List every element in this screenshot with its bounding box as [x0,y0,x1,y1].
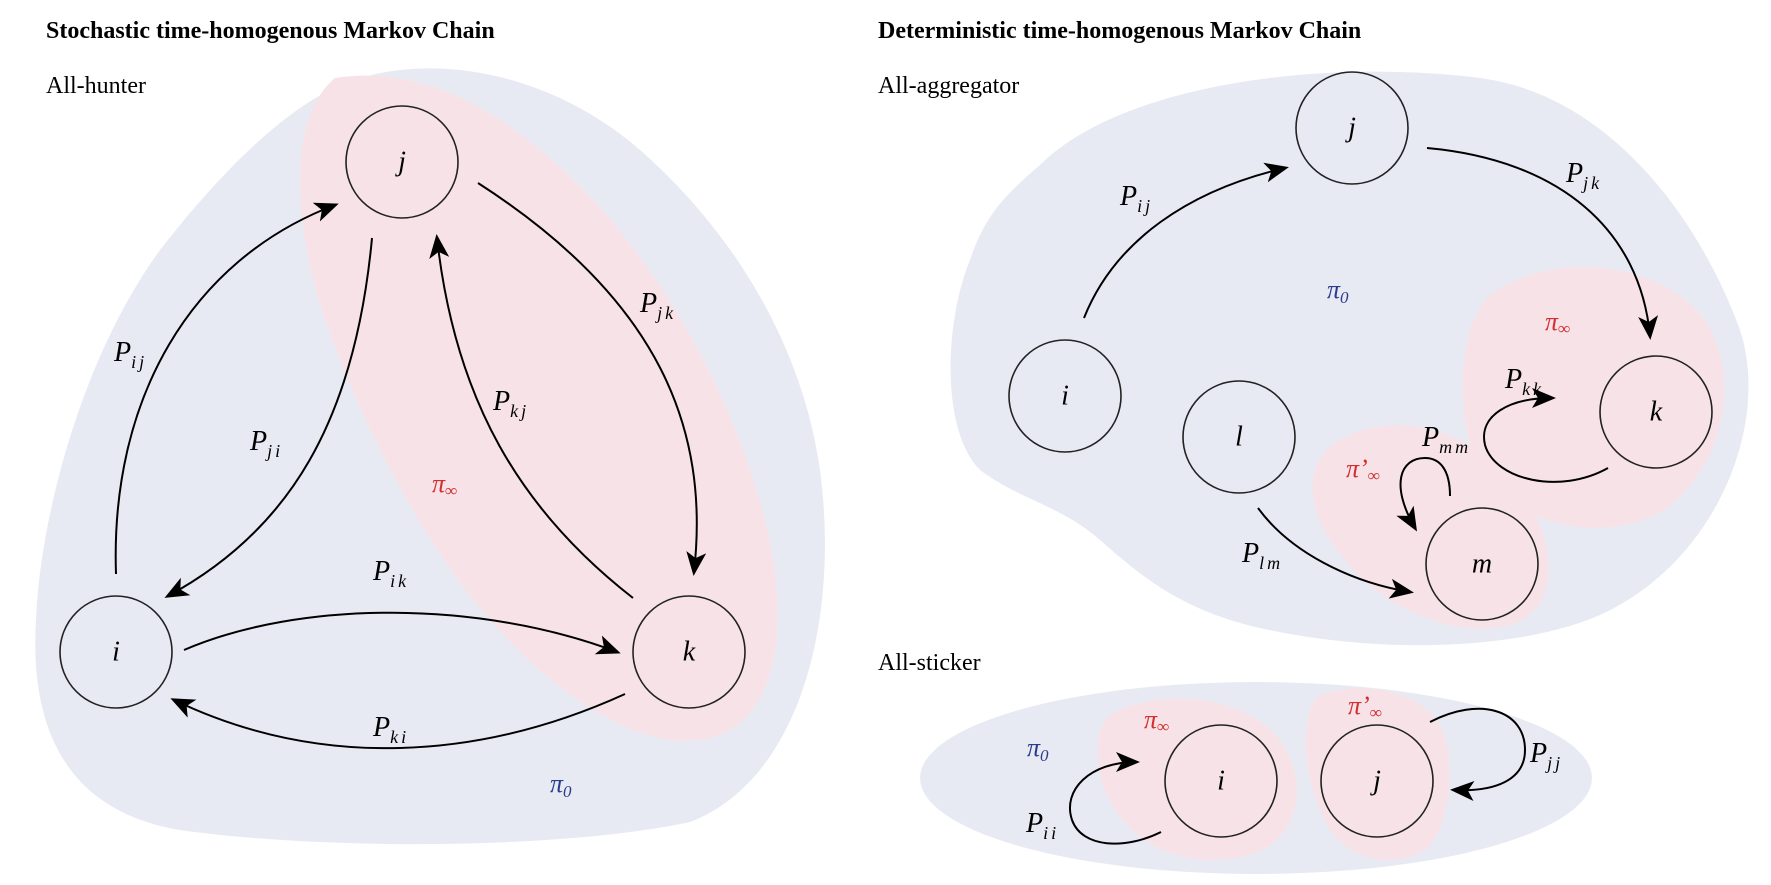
node-k-left [632,595,746,709]
label-pmm-aggregator: Pmm [1421,422,1471,457]
node-i-label-aggregator: i [1061,381,1069,412]
label-pii-sticker: Pii [1025,808,1059,843]
node-i-aggregator [1008,339,1122,453]
pi-inf-region-sticker-i [1097,698,1297,860]
label-pkk-aggregator: Pkk [1504,364,1544,399]
left-subtitle-all-hunter: All-hunter [46,73,146,99]
left-title: Stochastic time-homogenous Markov Chain [46,18,495,44]
pi0-label-left: π0 [550,769,572,801]
pi0-label-sticker: π0 [1027,733,1049,765]
right-subtitle-all-sticker: All-sticker [878,650,981,676]
node-i-label-sticker: i [1217,766,1225,797]
edge-ii-sticker [1069,752,1162,845]
label-plm-aggregator: Plm [1241,538,1283,573]
node-j-label-sticker: j [1370,766,1381,797]
edge-jk-aggregator [1426,147,1659,340]
pi0-label-aggregator: π0 [1327,275,1349,307]
edge-mm-aggregator [1396,456,1451,532]
pi-inf-prime-label-aggregator: π’∞ [1346,454,1380,485]
edge-jk-left [477,182,707,576]
pi-inf-prime-label-sticker: π’∞ [1348,691,1382,722]
left-panel: Stochastic time-homogenous Markov Chain … [35,18,825,845]
node-j-label-aggregator: j [1345,113,1356,144]
label-pjk-aggregator: Pjk [1565,158,1602,193]
node-m-label-aggregator: m [1472,549,1492,580]
edge-ji-left [164,237,373,598]
node-l-label-aggregator: l [1235,422,1243,453]
label-pki-left: Pki [372,712,409,747]
node-k-label-aggregator: k [1650,397,1663,428]
node-i-left [59,595,173,709]
pi-inf-label-left: π∞ [432,469,457,500]
node-k-label-left: k [683,637,696,668]
label-pik-left: Pik [372,556,409,591]
label-pjj-sticker: Pjj [1529,738,1563,773]
edge-ij-left [114,202,339,575]
node-j-left [345,105,459,219]
edge-kk-aggregator [1483,388,1609,483]
pi-inf-region-left [300,75,778,741]
node-l-aggregator [1182,380,1296,494]
edge-lm-aggregator [1257,507,1414,599]
node-j-label-left: j [395,147,406,178]
node-m-aggregator [1425,507,1539,621]
node-i-label-left: i [112,637,120,668]
right-title: Deterministic time-homogenous Markov Cha… [878,18,1361,44]
node-i-sticker [1164,724,1278,838]
right-subtitle-all-aggregator: All-aggregator [878,73,1019,99]
label-pij-aggregator: Pij [1119,181,1153,216]
pi-inf-label-aggregator: π∞ [1545,307,1570,338]
edge-ij-aggregator [1083,162,1289,319]
node-j-sticker [1320,724,1434,838]
pi-inf-prime-region-sticker-j [1305,688,1450,861]
node-j-aggregator [1295,71,1409,185]
edge-ki-left [170,693,626,750]
pi-inf-prime-region-m [1312,424,1549,629]
edge-jj-sticker [1429,707,1527,801]
edge-kj-left [429,234,634,599]
pi-inf-label-sticker: π∞ [1144,705,1169,736]
label-pkj-left: Pkj [492,386,529,421]
right-panel: Deterministic time-homogenous Markov Cha… [878,18,1749,874]
pi-inf-region-k [1462,267,1725,528]
node-k-aggregator [1599,355,1713,469]
edge-ik-left [183,611,621,655]
label-pij-left: Pij [113,337,147,372]
label-pjk-left: Pjk [639,288,676,323]
label-pji-left: Pji [249,426,283,461]
